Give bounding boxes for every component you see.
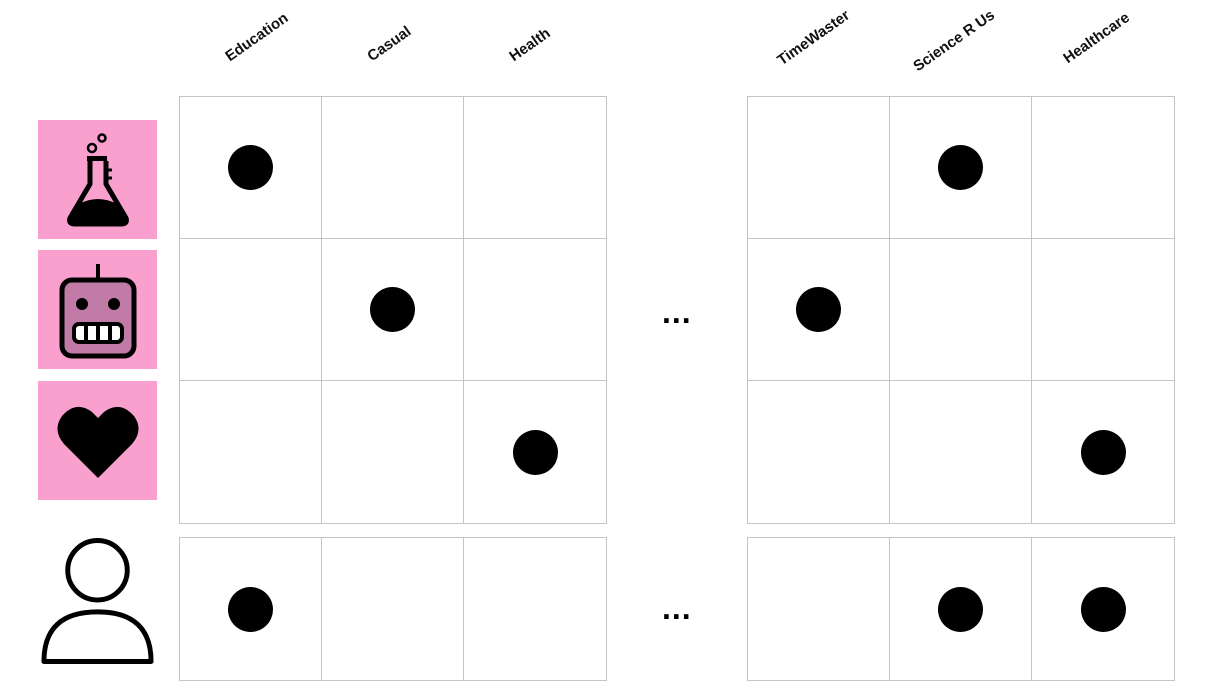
robot-icon: [59, 263, 136, 358]
ellipsis-user: ...: [662, 590, 692, 626]
grid-cell: [180, 538, 322, 680]
dot-marker: [512, 429, 558, 475]
grid-cell: [180, 239, 322, 381]
grid-cell: [180, 381, 322, 523]
col-label-casual: Casual: [364, 22, 415, 66]
grid-cell: [1032, 538, 1174, 680]
grid-cell: [890, 538, 1032, 680]
grid-top-left: [179, 96, 607, 524]
grid-cell: [748, 381, 890, 523]
grid-cell: [180, 97, 322, 239]
flask-icon-box: [38, 120, 157, 239]
col-label-education: Education: [222, 9, 292, 65]
grid-cell: [464, 538, 606, 680]
dot-marker: [938, 586, 983, 632]
grid-cell: [464, 381, 606, 523]
grid-top-right: [747, 96, 1175, 524]
ellipsis-top: ...: [662, 294, 692, 330]
col-label-health: Health: [506, 24, 554, 66]
dot-marker: [370, 287, 415, 332]
dot-marker: [1080, 586, 1126, 632]
grid-cell: [748, 239, 890, 381]
grid-cell: [322, 381, 464, 523]
col-label-science-r-us: Science R Us: [910, 6, 998, 75]
grid-user-left: [179, 537, 607, 681]
heart-icon: [56, 406, 139, 478]
grid-cell: [464, 239, 606, 381]
grid-cell: [1032, 381, 1174, 523]
grid-cell: [1032, 97, 1174, 239]
col-label-healthcare: Healthcare: [1060, 9, 1133, 68]
heart-icon-box: [38, 381, 157, 500]
user-icon-box: [38, 537, 157, 664]
grid-cell: [322, 97, 464, 239]
grid-cell: [322, 538, 464, 680]
grid-cell: [748, 97, 890, 239]
dot-marker: [938, 145, 983, 190]
grid-cell: [748, 538, 890, 680]
dot-marker: [228, 586, 273, 632]
grid-cell: [322, 239, 464, 381]
flask-icon: [66, 132, 129, 226]
grid-cell: [1032, 239, 1174, 381]
col-label-timewaster: TimeWaster: [774, 6, 853, 69]
dot-marker: [1080, 429, 1126, 475]
grid-cell: [890, 381, 1032, 523]
grid-user-right: [747, 537, 1175, 681]
grid-cell: [890, 97, 1032, 239]
dot-marker: [228, 145, 273, 190]
dot-marker: [796, 287, 841, 332]
grid-cell: [464, 97, 606, 239]
grid-cell: [890, 239, 1032, 381]
robot-icon-box: [38, 250, 157, 369]
user-icon: [41, 537, 154, 664]
